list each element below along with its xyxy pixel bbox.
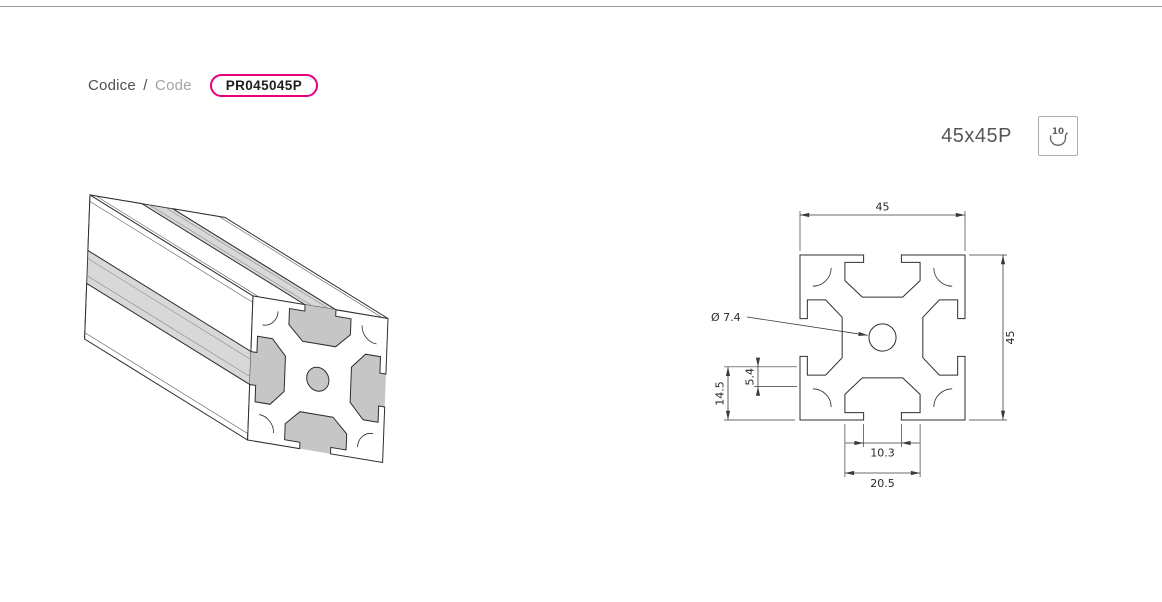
profile-near-end-face xyxy=(245,294,390,465)
page-top-rule xyxy=(0,6,1162,7)
dimension-slot-opening-bottom: 10.3 xyxy=(845,424,920,460)
dim-slot-opening: 10.3 xyxy=(870,447,895,460)
code-label-english: Code xyxy=(155,77,192,94)
code-label-italian: Codice xyxy=(88,77,136,94)
hand-holding-count-icon: 10 xyxy=(1049,127,1069,146)
dimension-lip-depth-left: 5.4 xyxy=(744,357,797,396)
isometric-view xyxy=(82,193,390,465)
dim-lip-depth: 5.4 xyxy=(744,368,757,386)
product-code-badge: PR045045P xyxy=(209,74,319,97)
product-name: 45x45P xyxy=(941,124,1012,147)
pack-quantity-box: 10 xyxy=(1038,116,1078,156)
cross-section-view: 45 45 14.5 5.4 10.3 xyxy=(711,201,1017,491)
dimension-slot-cavity-bottom: 20.5 xyxy=(844,424,921,490)
product-row: 45x45P 10 xyxy=(941,116,1078,156)
profile-cross-section xyxy=(798,253,967,422)
dimension-height-right: 45 xyxy=(969,254,1017,421)
pack-count: 10 xyxy=(1052,127,1064,137)
dim-right-height: 45 xyxy=(1004,331,1017,345)
profile-top-face xyxy=(89,194,389,319)
dimension-center-hole-leader: Ø 7.4 xyxy=(711,311,868,336)
code-row: Codice / Code PR045045P xyxy=(88,74,319,97)
dim-slot-cavity: 20.5 xyxy=(870,477,895,490)
dim-slot-depth: 14.5 xyxy=(714,381,727,406)
dimension-width-top: 45 xyxy=(799,201,966,251)
code-label: Codice / Code xyxy=(88,77,192,94)
code-label-separator: / xyxy=(143,77,148,94)
dimension-slot-depth-left: 14.5 xyxy=(714,366,797,421)
dim-top-width: 45 xyxy=(876,201,890,214)
dim-center-hole: Ø 7.4 xyxy=(711,311,741,324)
